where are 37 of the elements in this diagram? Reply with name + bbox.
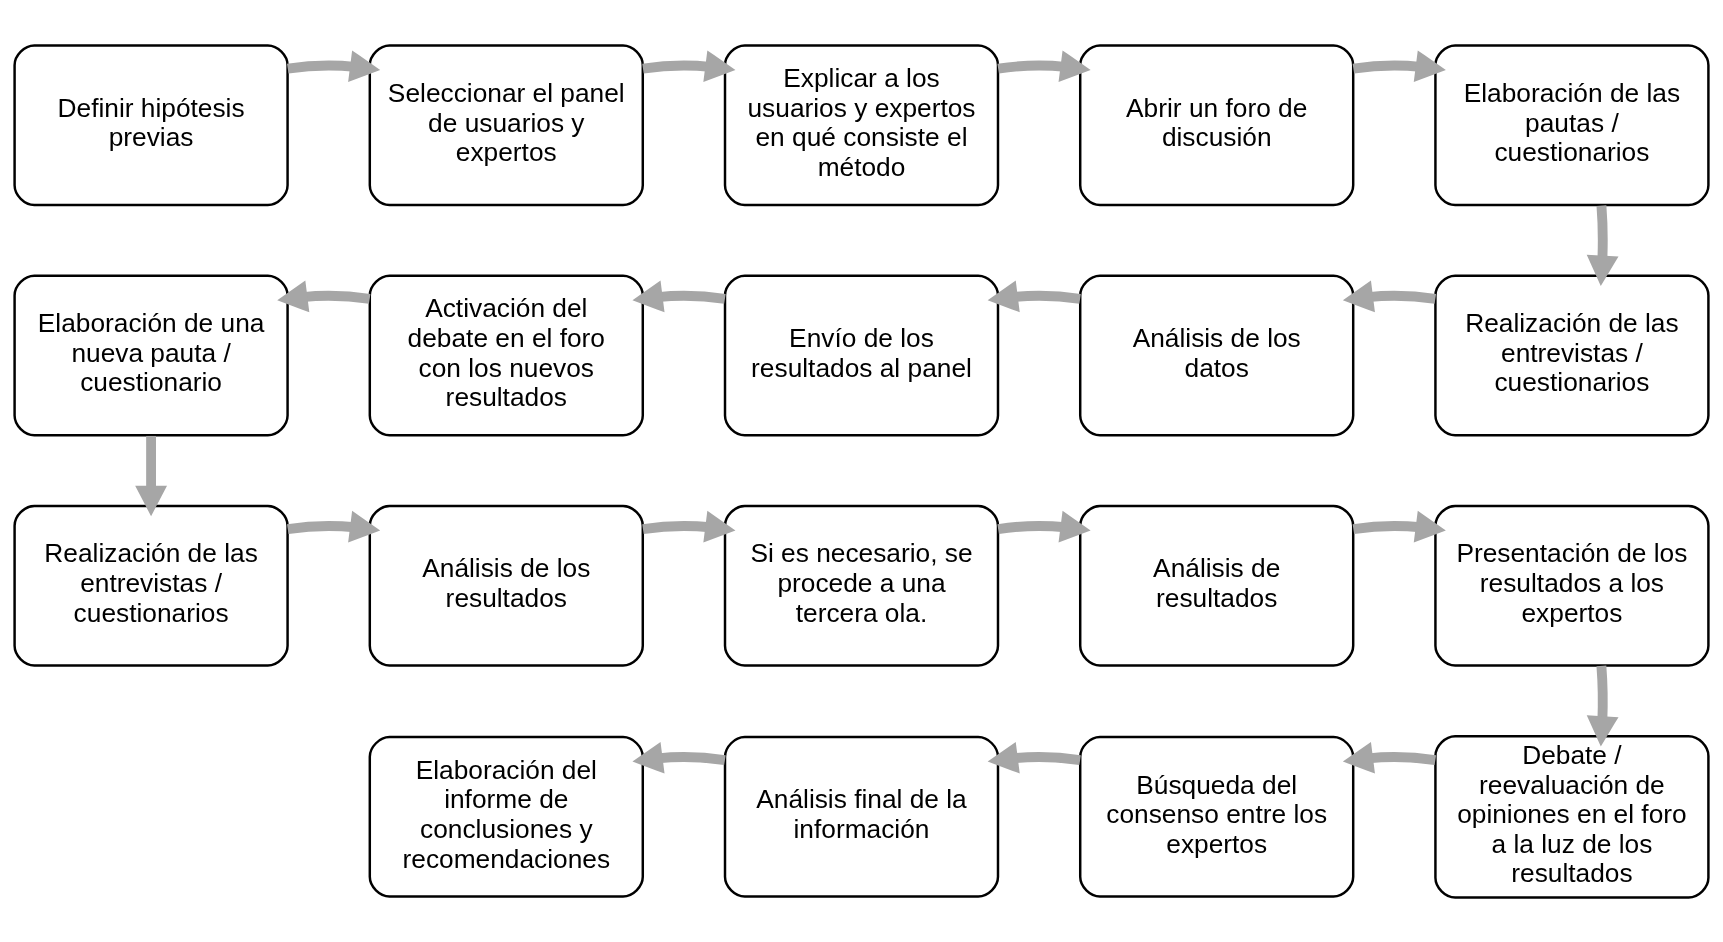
node-box: Realización de las entrevistas / cuestionarios bbox=[13, 504, 289, 667]
node-box: Activación del debate en el foro con los nuevos resultados bbox=[368, 274, 644, 437]
arrow bbox=[1342, 280, 1437, 312]
arrow bbox=[997, 510, 1091, 542]
arrow bbox=[135, 435, 168, 516]
node-box: Elaboración del informe de conclusiones y recomendaciones bbox=[368, 735, 644, 898]
node-box: Elaboración de una nueva pauta / cuestionario bbox=[13, 274, 289, 437]
arrow bbox=[987, 741, 1081, 773]
arrow bbox=[1352, 510, 1446, 542]
node-box: Definir hipótesis previas bbox=[13, 43, 289, 206]
arrow bbox=[1342, 741, 1437, 773]
node-box: Análisis de los resultados bbox=[368, 504, 644, 667]
arrow bbox=[277, 280, 371, 312]
node-box: Envío de los resultados al panel bbox=[723, 274, 1000, 437]
arrow bbox=[287, 510, 381, 542]
node-box: Presentación de los resultados a los expertos bbox=[1434, 504, 1710, 667]
arrow bbox=[632, 741, 726, 773]
arrow bbox=[1352, 49, 1446, 82]
arrow bbox=[1586, 664, 1619, 746]
node-box: Análisis de los datos bbox=[1079, 274, 1355, 437]
node-box: Debate / reevaluación de opiniones en el foro a la luz de los resultados bbox=[1434, 734, 1710, 899]
arrow bbox=[287, 49, 381, 82]
node-box: Si es necesario, se procede a una tercera ola. bbox=[723, 504, 1000, 667]
node-box: Análisis de resultados bbox=[1079, 504, 1355, 667]
node-box: Elaboración de las pautas / cuestionarios bbox=[1434, 43, 1710, 206]
arrow bbox=[642, 49, 736, 82]
arrow bbox=[987, 280, 1081, 312]
node-box: Seleccionar el panel de usuarios y expertos bbox=[368, 43, 644, 206]
arrow bbox=[1586, 204, 1619, 286]
node-box: Análisis final de la información bbox=[723, 735, 1000, 898]
arrow bbox=[632, 280, 726, 312]
arrow bbox=[997, 49, 1091, 82]
node-box: Abrir un foro de discusión bbox=[1079, 43, 1355, 206]
node-box: Explicar a los usuarios y expertos en qué consiste el método bbox=[723, 43, 1000, 206]
node-box: Realización de las entrevistas / cuestionarios bbox=[1434, 274, 1710, 437]
arrow bbox=[642, 510, 736, 542]
node-box: Búsqueda del consenso entre los expertos bbox=[1079, 735, 1355, 898]
